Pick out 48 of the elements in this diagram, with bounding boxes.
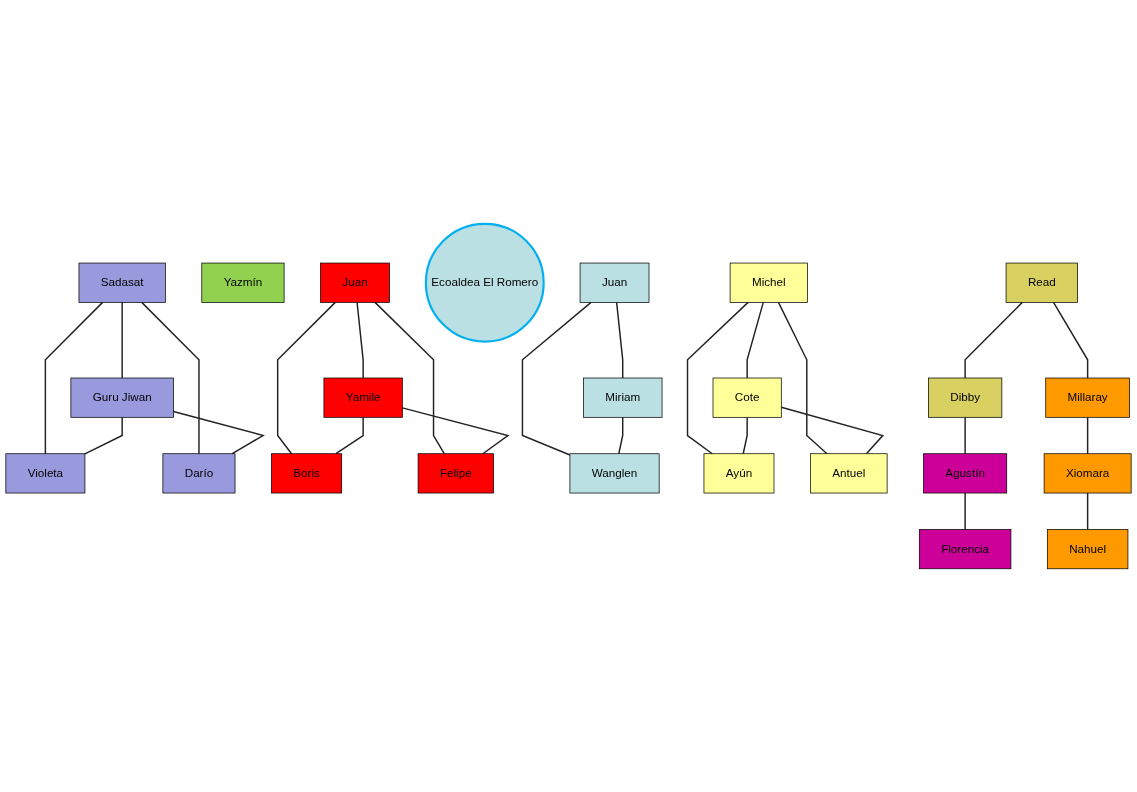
node-box: Sadasat xyxy=(78,262,166,303)
node-box: Juan xyxy=(320,262,390,303)
connector xyxy=(780,406,885,455)
connector xyxy=(276,301,336,455)
node-box: Wanglen xyxy=(569,453,660,494)
connector xyxy=(374,301,445,455)
node-box: Miriam xyxy=(583,377,663,418)
node-box: Yazmín xyxy=(201,262,285,303)
connector xyxy=(335,416,364,455)
connector xyxy=(686,301,749,455)
node-box: Michel xyxy=(729,262,808,303)
connector xyxy=(615,301,624,379)
node-box: Darío xyxy=(162,453,236,494)
node-box: Ayún xyxy=(703,453,775,494)
connector xyxy=(1086,492,1089,530)
node-box: Nahuel xyxy=(1046,528,1129,569)
connector xyxy=(777,301,828,455)
connector xyxy=(964,492,966,530)
connector xyxy=(44,301,104,455)
connector xyxy=(742,416,748,455)
node-box: Boris xyxy=(271,453,343,494)
connector xyxy=(121,301,123,379)
node-box: Florencia xyxy=(918,528,1012,569)
node-box: Felipe xyxy=(417,453,494,494)
node-box: Violeta xyxy=(5,453,86,494)
connector xyxy=(356,301,364,379)
node-circle: Ecoaldea El Romero xyxy=(424,222,545,343)
node-box: Agustín xyxy=(923,453,1008,494)
node-box: Dibby xyxy=(928,377,1003,418)
node-box: Juan xyxy=(579,262,650,303)
connector xyxy=(84,416,123,455)
connector xyxy=(401,406,510,455)
connector xyxy=(618,416,624,455)
connector xyxy=(521,301,592,456)
node-box: Antuel xyxy=(810,453,888,494)
connector xyxy=(1086,416,1089,455)
node-box: Read xyxy=(1005,262,1078,303)
connector xyxy=(1052,301,1089,379)
connector xyxy=(964,416,966,455)
connector xyxy=(172,410,265,455)
node-box: Millaray xyxy=(1045,377,1130,418)
connector xyxy=(746,301,764,379)
connector xyxy=(964,301,1023,379)
connector xyxy=(141,301,200,455)
node-box: Guru Jiwan xyxy=(70,377,174,418)
node-box: Cote xyxy=(712,377,782,418)
node-box: Yamile xyxy=(323,377,403,418)
node-box: Xiomara xyxy=(1043,453,1132,494)
